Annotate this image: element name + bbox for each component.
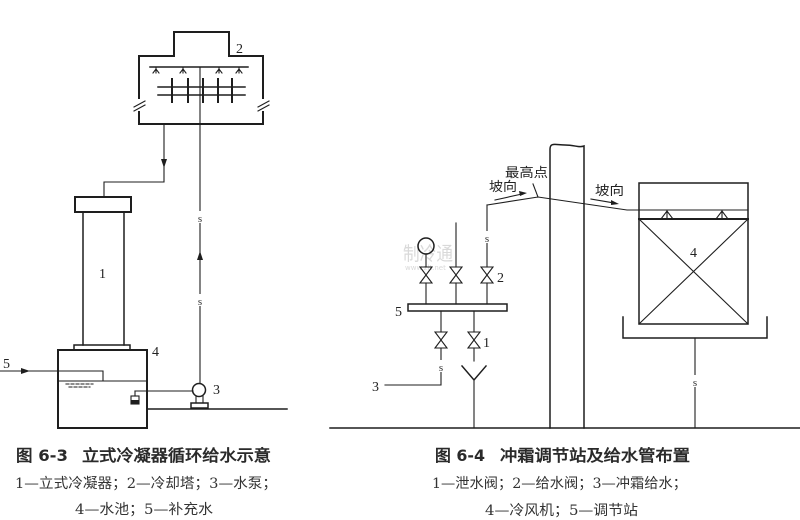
gauge-valve-icon — [418, 266, 434, 284]
drain-funnel-icon — [460, 364, 488, 382]
pump-assembly: 3 — [130, 382, 220, 409]
tower-fill-packing — [157, 78, 246, 103]
tower-outlet-pipe — [103, 123, 167, 198]
defrost-supply-branch: s 3 — [372, 310, 449, 395]
air-cooler-coil-box — [638, 218, 749, 325]
supply-riser-pipe: s s — [195, 66, 205, 384]
spray-nozzle-icon — [660, 209, 674, 220]
annotation-highest-point: 最高点 — [505, 165, 548, 181]
pipe-mark-s: s — [693, 377, 697, 389]
callout-regulating-station: 5 — [395, 305, 402, 320]
flow-arrow-up-icon — [197, 251, 203, 260]
spray-nozzle-icon — [235, 66, 243, 74]
water-ripple-icon — [65, 383, 94, 388]
figure-number: 图 6-4 — [435, 446, 485, 465]
condenser-top-distributor — [74, 196, 132, 213]
drain-valve-icon — [466, 331, 482, 349]
regulating-station: s 2 5 — [395, 204, 508, 320]
vent-valve-icon — [448, 266, 464, 284]
callout-tank: 4 — [152, 345, 159, 360]
water-tank: 4 — [57, 345, 159, 429]
drip-pan — [622, 316, 768, 339]
slope-arrow-right-icon — [590, 198, 619, 205]
callout-drain-valve: 1 — [483, 336, 490, 351]
spray-nozzle-icon — [179, 66, 187, 74]
callout-cooling-tower: 2 — [236, 42, 243, 57]
slope-arrow-left-icon — [494, 191, 527, 201]
legend-line: 4—水池；5—补充水 — [75, 502, 213, 518]
callout-pump: 3 — [213, 383, 220, 398]
defrost-valve-icon — [433, 331, 449, 349]
callout-air-cooler: 4 — [690, 246, 697, 261]
callout-makeup-water: 5 — [3, 357, 10, 372]
makeup-water-pipe: 5 — [0, 357, 104, 382]
caption-figure-6-3: 图 6-3 立式冷凝器循环给水示意 1—立式冷凝器；2—冷却塔；3—水泵； 4—… — [15, 446, 277, 518]
caption-figure-6-4: 图 6-4 冲霜调节站及给水管布置 1—泄水阀；2—给水阀；3—冲霜给水； 4—… — [432, 446, 690, 519]
annotation-slope-right: 坡向 — [595, 183, 624, 199]
building-column — [549, 143, 585, 429]
pipe-mark-s: s — [198, 296, 202, 308]
callout-condenser: 1 — [99, 267, 106, 282]
figure-6-4: 制冷通 www.zlt.net s 2 5 — [329, 143, 800, 519]
pump-icon — [191, 382, 207, 398]
legend-line: 1—泄水阀；2—给水阀；3—冲霜给水； — [432, 476, 687, 492]
cooling-tower-upper-shell — [138, 31, 264, 99]
watermark-url: www.zlt.net — [405, 264, 446, 272]
callout-supply-valve: 2 — [497, 271, 504, 286]
foot-valve-strainer-icon — [130, 395, 140, 405]
defrost-main-pipe: 最高点 坡向 坡向 — [486, 165, 749, 211]
pipe-mark-s: s — [198, 213, 202, 225]
drain-branch: 1 — [460, 310, 490, 429]
pipe-mark-s: s — [439, 362, 443, 374]
cooling-tower-lower-shell — [138, 111, 264, 125]
figure-6-3: 2 s s 1 — [0, 31, 288, 518]
flow-arrow-right-icon — [21, 368, 30, 374]
annotation-slope-left: 坡向 — [489, 179, 517, 195]
vertical-condenser: 1 — [73, 196, 132, 351]
air-cooler-spray-chamber — [638, 182, 749, 220]
figure-title: 冲霜调节站及给水管布置 — [500, 446, 690, 465]
spray-nozzle-icon — [215, 66, 223, 74]
spray-nozzle-icon — [152, 66, 160, 74]
spray-nozzle-icon — [715, 209, 729, 220]
break-mark-right-icon — [257, 100, 270, 112]
figure-title: 立式冷凝器循环给水示意 — [82, 446, 271, 465]
legend-line: 4—冷风机；5—调节站 — [485, 503, 638, 519]
figure-number: 图 6-3 — [16, 446, 68, 465]
watermark: 制冷通 www.zlt.net — [403, 243, 453, 272]
supply-valve-icon — [479, 266, 495, 284]
highest-point-leader — [532, 183, 539, 198]
pipe-mark-s: s — [485, 233, 489, 245]
pump-base — [190, 402, 209, 409]
cooling-tower: 2 — [133, 31, 270, 125]
legend-line: 1—立式冷凝器；2—冷却塔；3—水泵； — [15, 476, 277, 492]
spray-nozzles — [152, 66, 243, 74]
callout-defrost-supply: 3 — [372, 380, 379, 395]
air-cooler: 4 s — [622, 182, 768, 429]
station-header — [407, 303, 508, 312]
break-mark-left-icon — [133, 100, 146, 112]
flow-arrow-down-icon — [161, 159, 167, 168]
